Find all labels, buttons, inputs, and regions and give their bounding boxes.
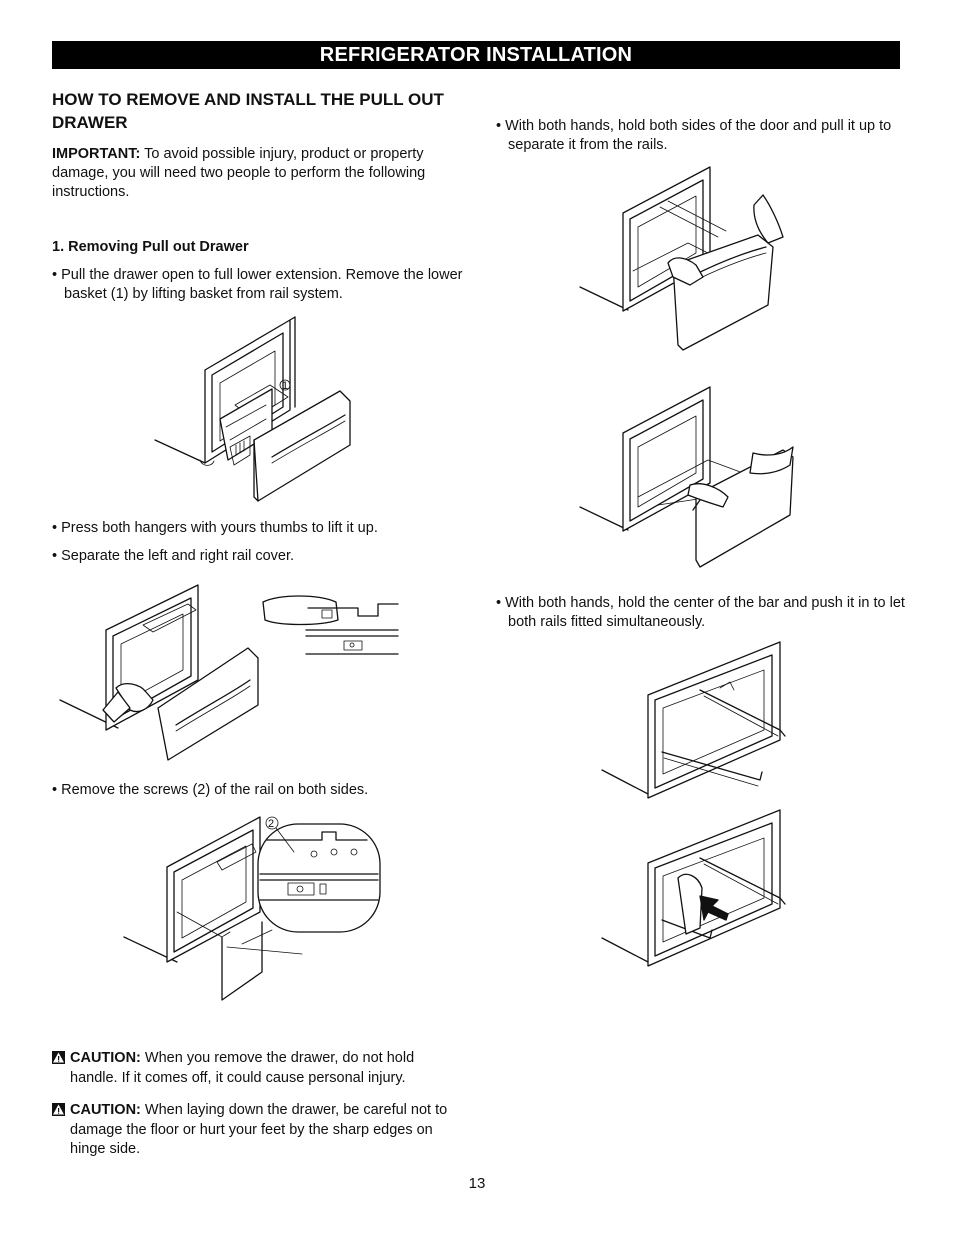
caution-floor: CAUTION: When laying down the drawer, be… xyxy=(52,1101,465,1160)
caution-label: CAUTION: xyxy=(70,1050,141,1066)
important-text: To avoid possible injury, product or pro… xyxy=(52,146,426,200)
warning-icon xyxy=(52,1051,65,1064)
section-title: HOW TO REMOVE AND INSTALL THE PULL OUT D… xyxy=(52,90,444,132)
bullet-remove-screws: • Remove the screws (2) of the rail on b… xyxy=(52,782,369,798)
bullet-pull-door: • With both hands, hold both sides of th… xyxy=(496,118,892,153)
figure-remove-door xyxy=(579,386,794,568)
figure-push-rails xyxy=(601,641,786,799)
important-label: IMPORTANT: xyxy=(52,146,141,162)
step1-heading: 1. Removing Pull out Drawer xyxy=(52,239,249,255)
warning-icon xyxy=(52,1103,65,1116)
caution-handle: CAUTION: When you remove the drawer, do … xyxy=(52,1049,465,1088)
important-note: IMPORTANT: To avoid possible injury, pro… xyxy=(52,145,462,202)
figure-remove-basket: 1 xyxy=(154,316,351,502)
figure-remove-screws: 2 xyxy=(123,816,381,1001)
callout-1-label: 1 xyxy=(282,380,288,392)
caution-text: When you remove the drawer, do not hold … xyxy=(70,1050,415,1086)
page-number: 13 xyxy=(468,1175,486,1192)
caution-label: CAUTION: xyxy=(70,1102,141,1118)
callout-2-label: 2 xyxy=(268,818,274,830)
bullet-push-bar: • With both hands, hold the center of th… xyxy=(496,595,905,630)
bullet-separate-cover: • Separate the left and right rail cover… xyxy=(52,548,295,564)
caution-text: When laying down the drawer, be careful … xyxy=(70,1102,448,1157)
page-banner: REFRIGERATOR INSTALLATION xyxy=(52,41,900,69)
figure-push-bar-in xyxy=(601,809,786,967)
figure-rail-cover xyxy=(59,584,399,761)
bullet-press-hangers: • Press both hangers with yours thumbs t… xyxy=(52,520,378,536)
figure-lift-door xyxy=(579,166,784,351)
bullet-remove-basket: • Pull the drawer open to full lower ext… xyxy=(52,267,463,302)
